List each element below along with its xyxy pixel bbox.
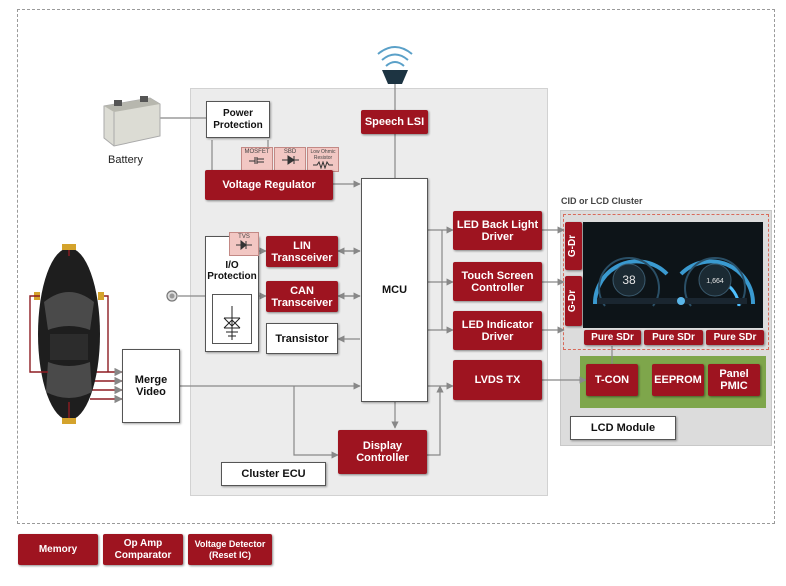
- gdr-top-label: G-Dr: [567, 234, 579, 258]
- lvds-tx-block: LVDS TX: [453, 360, 542, 400]
- mosfet-chip: MOSFET: [241, 147, 273, 172]
- legend-voltage-detector: Voltage Detector (Reset IC): [188, 534, 272, 565]
- touch-screen-controller-block: Touch Screen Controller: [453, 262, 542, 301]
- legend-memory: Memory: [18, 534, 98, 565]
- lin-transceiver-block: LIN Transceiver: [266, 236, 338, 267]
- lcd-screen: 38 1,664: [583, 222, 763, 328]
- tvs-label: TVS: [238, 234, 250, 240]
- sbd-label: SBD: [283, 149, 297, 155]
- pure-sdr-1: Pure SDr: [584, 330, 641, 345]
- tvs-diode-icon: [223, 306, 241, 340]
- rpm-readout: 1,664: [706, 278, 724, 285]
- low-ohmic-chip: Low Ohmic Resistor: [307, 147, 339, 172]
- mcu-block: MCU: [361, 178, 428, 402]
- sbd-chip: SBD: [274, 147, 306, 172]
- display-controller-block: Display Controller: [338, 430, 427, 474]
- led-indicator-driver-block: LED Indicator Driver: [453, 311, 542, 350]
- speaker-icon: [377, 46, 413, 84]
- panel-pmic-block: Panel PMIC: [708, 364, 760, 396]
- battery-label: Battery: [108, 154, 143, 166]
- lcd-module-label: LCD Module: [570, 416, 676, 440]
- cluster-ecu-label: Cluster ECU: [221, 462, 326, 486]
- legend-opamp-comparator: Op Amp Comparator: [103, 534, 183, 565]
- gdr-bottom-block: G-Dr: [565, 276, 582, 326]
- battery-icon: [103, 96, 161, 147]
- tvs-chip: TVS: [229, 232, 259, 256]
- speed-readout: 38: [622, 273, 636, 287]
- can-transceiver-block: CAN Transceiver: [266, 281, 338, 312]
- diode-icon: [282, 155, 299, 165]
- tvs-icon: [236, 239, 252, 251]
- pure-sdr-3: Pure SDr: [706, 330, 764, 345]
- pure-sdr-2: Pure SDr: [644, 330, 703, 345]
- car-icon: [29, 244, 109, 424]
- led-backlight-driver-block: LED Back Light Driver: [453, 211, 542, 250]
- power-protection-block: Power Protection: [206, 101, 270, 138]
- mosfet-label: MOSFET: [244, 149, 270, 155]
- gdr-top-block: G-Dr: [565, 222, 582, 270]
- voltage-regulator-block: Voltage Regulator: [205, 170, 333, 200]
- speech-lsi-block: Speech LSI: [361, 110, 428, 134]
- gdr-bottom-label: G-Dr: [567, 289, 579, 313]
- tcon-block: T-CON: [586, 364, 638, 396]
- low-ohmic-label: Low Ohmic Resistor: [310, 149, 336, 161]
- io-protection-label: I/O Protection: [207, 260, 257, 282]
- system-frame: [17, 9, 775, 524]
- mosfet-icon: [249, 157, 264, 164]
- resistor-icon: [313, 160, 333, 170]
- merge-video-block: Merge Video: [122, 349, 180, 423]
- transistor-block: Transistor: [266, 323, 338, 354]
- cid-cluster-label: CID or LCD Cluster: [561, 196, 643, 206]
- eeprom-block: EEPROM: [652, 364, 704, 396]
